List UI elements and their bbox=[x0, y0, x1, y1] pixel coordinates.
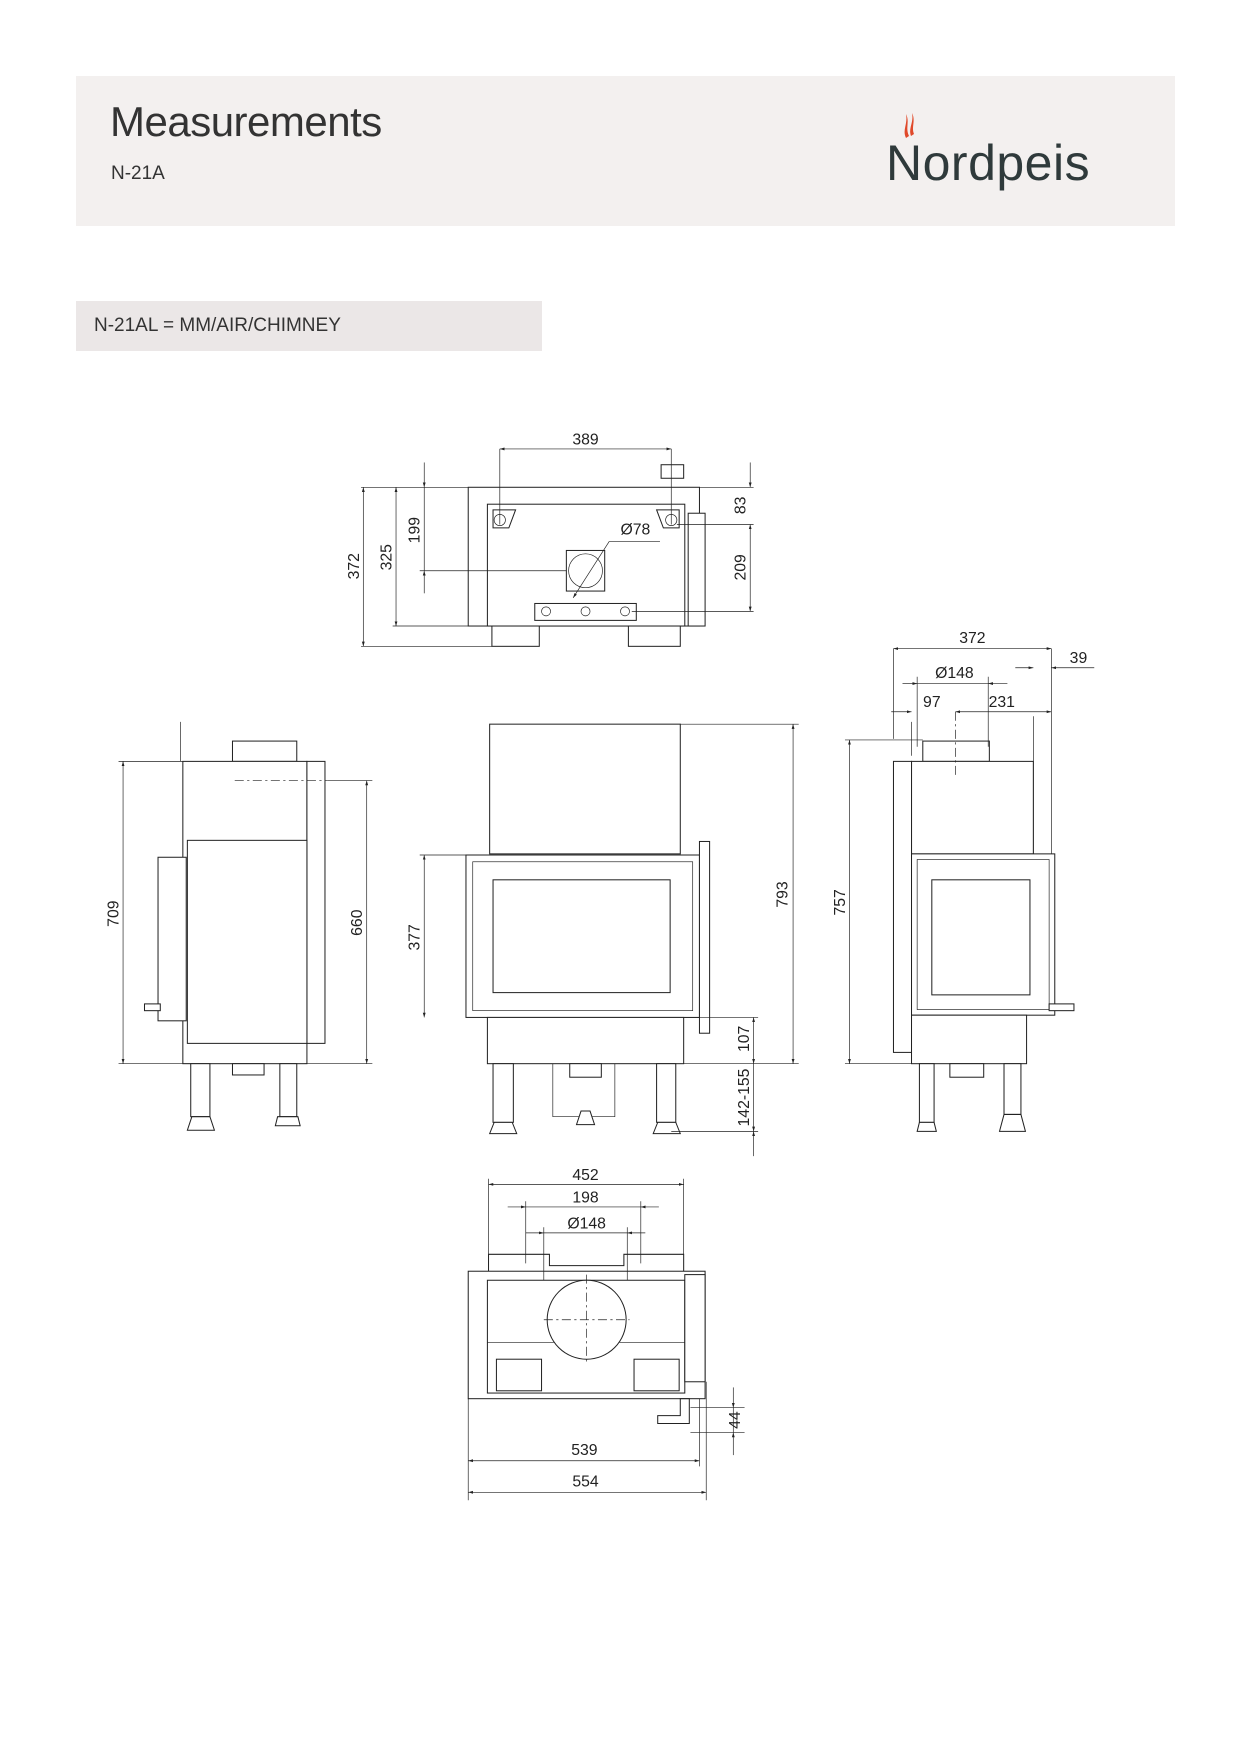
dim-372-right: 372 bbox=[959, 630, 985, 647]
variant-bar: N-21AL = MM/AIR/CHIMNEY bbox=[76, 301, 542, 351]
dim-793: 793 bbox=[774, 881, 791, 908]
page-title: Measurements bbox=[110, 98, 382, 145]
dim-377: 377 bbox=[407, 924, 424, 950]
front-view: 377 793 107 142-155 bbox=[407, 723, 799, 1157]
dim-107: 107 bbox=[736, 1026, 753, 1052]
dim-199: 199 bbox=[407, 517, 424, 544]
logo-text: Nordpeis bbox=[886, 135, 1091, 191]
nordpeis-logo: Nordpeis bbox=[886, 112, 1136, 202]
dim-97: 97 bbox=[923, 694, 941, 711]
dim-83: 83 bbox=[733, 496, 750, 514]
dim-flue-148-bottom: Ø148 bbox=[567, 1215, 606, 1232]
dim-198: 198 bbox=[572, 1189, 599, 1206]
dim-554: 554 bbox=[572, 1474, 599, 1491]
dim-flue-148-right: Ø148 bbox=[935, 665, 974, 682]
left-side-view: 709 660 bbox=[106, 721, 373, 1131]
right-side-view: 372 39 Ø148 97 231 757 bbox=[832, 630, 1095, 1132]
dim-231: 231 bbox=[989, 694, 1015, 711]
page-header: Measurements N-21A Nordpeis bbox=[76, 76, 1175, 226]
top-view: 389 Ø78 372 325 199 83 209 bbox=[346, 431, 754, 647]
dim-flue-78: Ø78 bbox=[621, 522, 651, 539]
dim-709: 709 bbox=[106, 900, 123, 927]
dim-44: 44 bbox=[727, 1411, 744, 1429]
dim-209: 209 bbox=[733, 554, 750, 581]
dim-325: 325 bbox=[379, 544, 396, 571]
dim-452: 452 bbox=[572, 1167, 598, 1184]
dim-372: 372 bbox=[346, 553, 363, 579]
dim-39: 39 bbox=[1070, 650, 1088, 667]
dim-142-155: 142-155 bbox=[736, 1068, 753, 1126]
dim-389: 389 bbox=[572, 431, 599, 448]
flame-icon bbox=[904, 113, 914, 138]
model-name: N-21A bbox=[111, 163, 165, 184]
dim-539: 539 bbox=[571, 1442, 598, 1459]
dim-660: 660 bbox=[349, 909, 366, 936]
variant-label: N-21AL = MM/AIR/CHIMNEY bbox=[94, 315, 341, 336]
bottom-view: 452 198 Ø148 44 539 554 bbox=[467, 1167, 745, 1501]
dim-757: 757 bbox=[832, 889, 849, 915]
